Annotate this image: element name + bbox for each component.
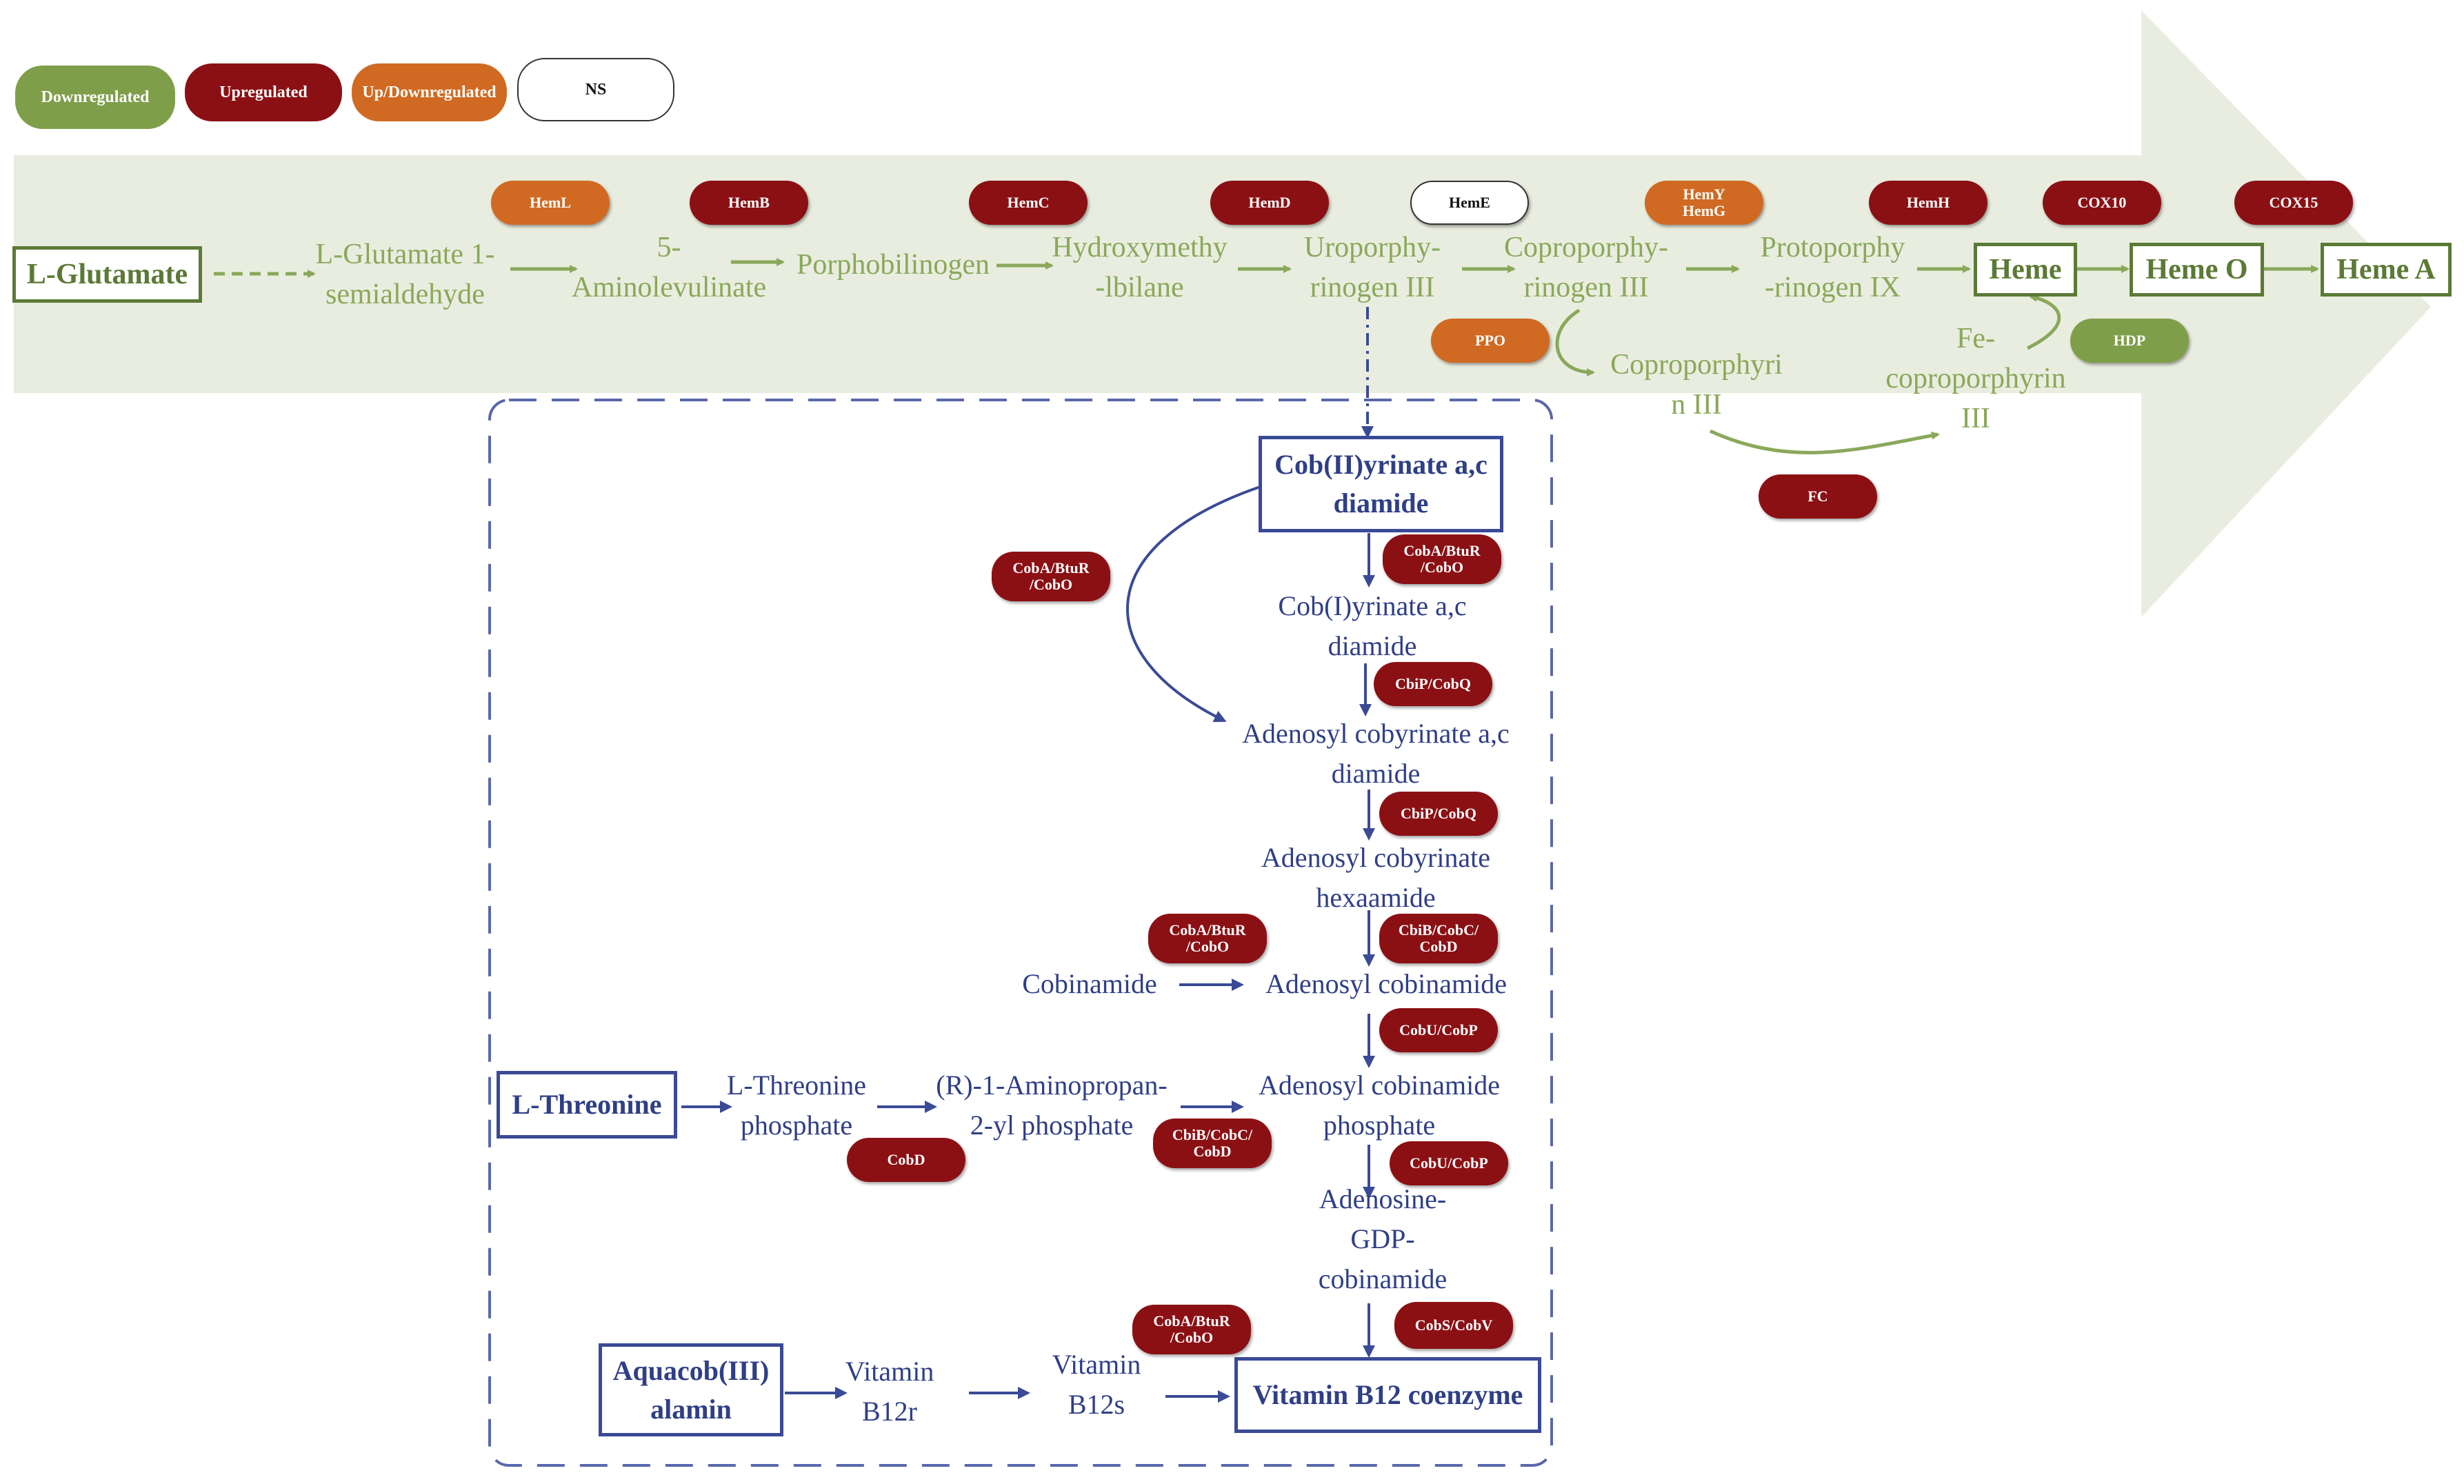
gene-coba-btur-cobo-top: CobA/BtuR /CobO xyxy=(1383,534,1501,584)
gene-ppo: PPO xyxy=(1431,319,1550,363)
node-cob-i-yrinate: Cob(I)yrinate a,c diamide xyxy=(1278,590,1467,661)
gene-cobs-cobv: CobS/CobV xyxy=(1394,1302,1513,1349)
node-l-threonine: L-Threonine xyxy=(497,1071,677,1139)
node-coproporphyrin: Coproporphyri n III xyxy=(1610,349,1783,421)
b12-module-dashed-box xyxy=(488,399,1553,1467)
node-vitamin-b12s: Vitamin B12s xyxy=(1052,1349,1141,1420)
node-uroporphyrinogen: Uroporphy- rinogen III xyxy=(1303,232,1441,303)
gene-coba-btur-cobo-left: CobA/BtuR /CobO xyxy=(992,552,1110,601)
gene-cobu-cobp-1: CobU/CobP xyxy=(1379,1008,1498,1052)
node-adenosyl-cobyrinate-hexaamide: Adenosyl cobyrinate hexaamide xyxy=(1261,842,1491,913)
gene-cox10: COX10 xyxy=(2043,181,2161,225)
gene-hemh: HemH xyxy=(1869,181,1987,225)
gene-cbib-cobc-cobd-1: CbiB/CobC/ CobD xyxy=(1379,914,1498,963)
node-aminopropan-phosphate: (R)-1-Aminopropan- 2-yl phosphate xyxy=(936,1070,1168,1141)
node-coproporphyrinogen: Coproporphy- rinogen III xyxy=(1504,232,1668,303)
gene-cox15: COX15 xyxy=(2234,181,2353,225)
gene-cbip-cobq-1: CbiP/CobQ xyxy=(1374,662,1492,706)
gene-heme: HemE xyxy=(1410,181,1529,225)
node-heme-o: Heme O xyxy=(2130,243,2264,297)
gene-hemd: HemD xyxy=(1210,181,1329,225)
node-glutamate-semialdehyde: L-Glutamate 1- semialdehyde xyxy=(315,239,495,310)
legend-ns: NS xyxy=(517,58,674,121)
gene-fc: FC xyxy=(1759,474,1877,519)
gene-cbip-cobq-2: CbiP/CobQ xyxy=(1379,792,1498,836)
gene-coba-btur-cobo-bottom: CobA/BtuR /CobO xyxy=(1132,1305,1251,1354)
legend-downregulated: Downregulated xyxy=(15,66,175,129)
gene-hemb: HemB xyxy=(690,181,808,225)
gene-cobd: CobD xyxy=(847,1138,965,1182)
gene-hdp: HDP xyxy=(2070,319,2189,363)
node-porphobilinogen: Porphobilinogen xyxy=(797,249,990,281)
gene-cbib-cobc-cobd-2: CbiB/CobC/ CobD xyxy=(1153,1119,1272,1168)
node-adenosyl-cobyrinate-diamide: Adenosyl cobyrinate a,c diamide xyxy=(1242,718,1510,789)
gene-heml: HemL xyxy=(491,181,610,225)
node-heme-a: Heme A xyxy=(2321,243,2452,297)
node-protoporphyrinogen: Protoporphy -rinogen IX xyxy=(1760,232,1905,303)
node-adenosine-gdp-cobinamide: Adenosine- GDP- cobinamide xyxy=(1318,1183,1448,1294)
node-cob-ii-yrinate: Cob(II)yrinate a,c diamide xyxy=(1259,436,1503,532)
node-adenosyl-cobinamide: Adenosyl cobinamide xyxy=(1265,968,1507,999)
node-l-threonine-phosphate: L-Threonine phosphate xyxy=(726,1070,867,1141)
node-aminolevulinate: 5- Aminolevulinate xyxy=(571,232,767,303)
node-vitamin-b12-coenzyme: Vitamin B12 coenzyme xyxy=(1234,1357,1541,1433)
legend-up-downregulated: Up/Downregulated xyxy=(352,63,507,121)
node-hydroxymethylbilane: Hydroxymethy -lbilane xyxy=(1052,232,1228,303)
gene-cobu-cobp-2: CobU/CobP xyxy=(1390,1141,1508,1185)
gene-coba-btur-cobo-mid: CobA/BtuR /CobO xyxy=(1148,914,1267,963)
node-cobinamide: Cobinamide xyxy=(1022,968,1157,999)
legend-upregulated: Upregulated xyxy=(185,63,342,121)
node-fe-coproporphyrin: Fe- coproporphyrin III xyxy=(1885,323,2066,434)
node-heme: Heme xyxy=(1974,243,2077,297)
node-adenosyl-cobinamide-phosphate: Adenosyl cobinamide phosphate xyxy=(1259,1070,1500,1141)
gene-hemc: HemC xyxy=(969,181,1088,225)
node-l-glutamate: L-Glutamate xyxy=(12,246,202,303)
node-vitamin-b12r: Vitamin B12r xyxy=(845,1356,934,1427)
gene-hemy-hemg: HemY HemG xyxy=(1645,181,1763,225)
pathway-band-arrow xyxy=(14,10,2431,617)
node-aquacobalamin: Aquacob(III) alamin xyxy=(599,1343,783,1436)
